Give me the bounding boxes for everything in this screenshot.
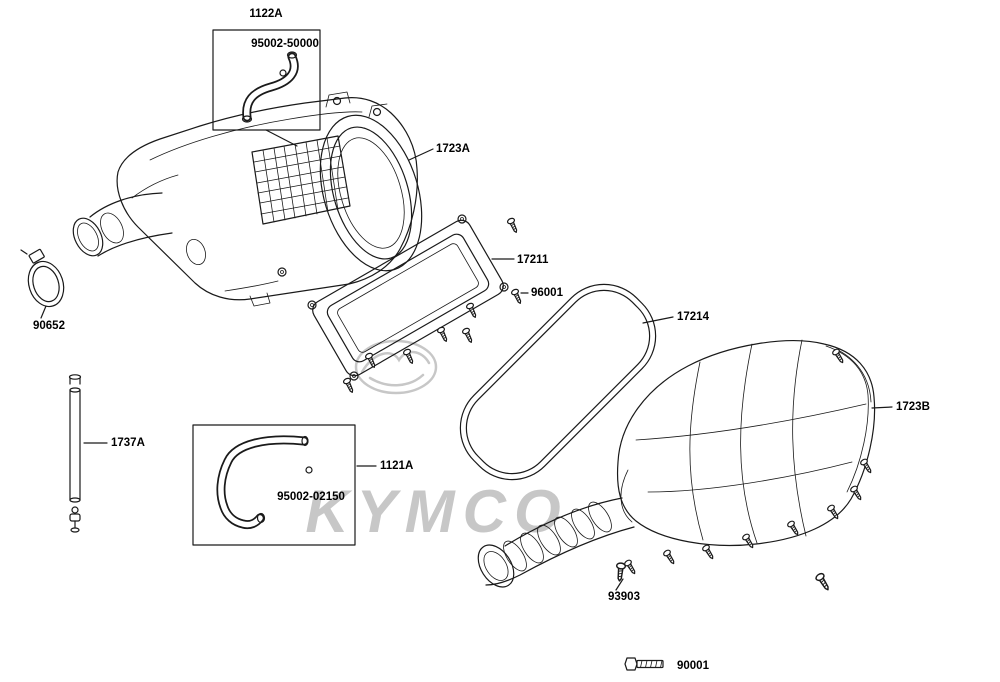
part-labels: 1122A 95002-50000 1723A 17211 96001 1721… — [33, 8, 930, 672]
gasket-drawing — [459, 283, 657, 481]
label-90652: 90652 — [33, 320, 65, 332]
leader-90652 — [40, 305, 47, 319]
label-1121a: 1121A — [380, 460, 413, 472]
mesh-grid — [253, 137, 349, 223]
label-1737a: 1737A — [111, 437, 145, 449]
leader-93903 — [615, 578, 624, 591]
callout-box-1121a — [192, 424, 356, 546]
label-93903: 93903 — [608, 591, 640, 603]
kymco-logo-icon — [354, 339, 438, 395]
label-95002-02150: 95002-02150 — [277, 491, 345, 503]
leader-1122a — [265, 129, 298, 147]
hose-clamp-drawing — [20, 248, 65, 308]
drain-tube-drawing — [68, 374, 82, 533]
screw-96001-drawing — [510, 287, 525, 306]
label-17211: 17211 — [517, 254, 549, 266]
label-95002-50000: 95002-50000 — [251, 38, 319, 50]
label-1723a: 1723A — [436, 143, 470, 155]
leader-1723b — [871, 406, 893, 409]
air-cleaner-case-drawing — [72, 91, 423, 307]
label-96001: 96001 — [531, 287, 564, 299]
watermark-text: KYMCO — [305, 478, 568, 545]
label-90001: 90001 — [677, 660, 710, 672]
label-1723b: 1723B — [896, 401, 930, 413]
leader-lines — [40, 129, 893, 591]
callout-box-1122a — [212, 29, 321, 131]
label-1122a: 1122A — [249, 8, 282, 20]
label-17214: 17214 — [677, 311, 710, 323]
element-frame-drawing — [307, 214, 509, 381]
duct-corrugations — [503, 501, 612, 572]
screw-93903-drawing — [614, 561, 627, 583]
kymco-watermark: KYMCO — [305, 339, 568, 545]
leader-1723a — [408, 148, 434, 161]
bolt-90001-drawing — [624, 657, 664, 671]
leader-17214 — [642, 316, 674, 324]
cover-drawing — [477, 339, 876, 588]
